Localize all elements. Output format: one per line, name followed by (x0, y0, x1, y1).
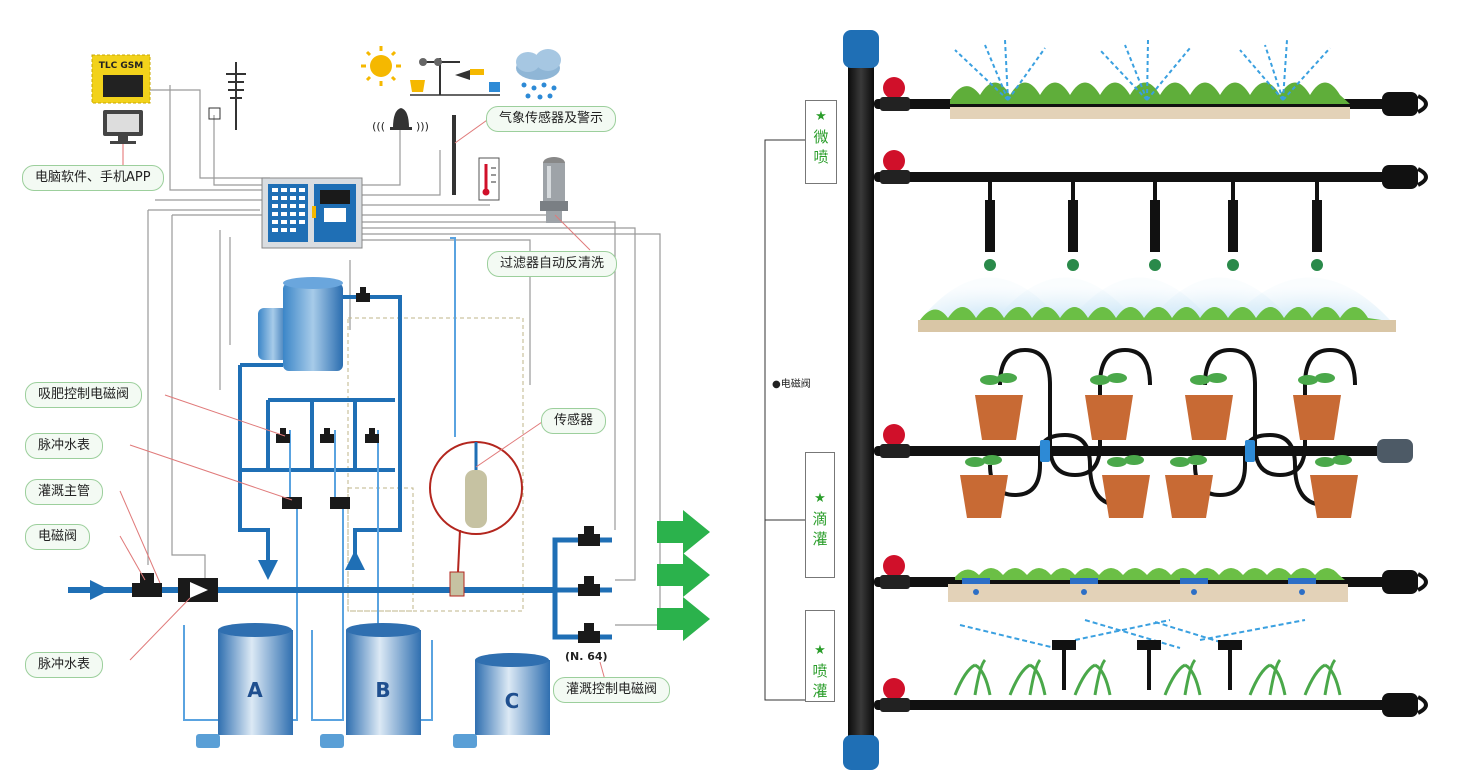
down-arrow-icon (258, 560, 278, 580)
control-wires (145, 85, 661, 626)
group-brackets (764, 139, 805, 701)
outlet-valves (578, 526, 600, 643)
sensor-zone-inner (347, 487, 414, 612)
label-pulse-meter-1: 脉冲水表 (25, 433, 104, 459)
main-pulse-meter (178, 578, 218, 602)
output-arrows (657, 510, 710, 641)
thermometer-icon (478, 157, 500, 201)
leader-lines (119, 117, 606, 681)
group-drip-line1: 滴 (812, 510, 828, 528)
pulse-meters-fert (282, 497, 350, 509)
bell-waves-left: ((( (372, 120, 385, 133)
tank-b: B (346, 623, 421, 735)
fertigation-piping (238, 295, 402, 560)
fertilizer-valves (276, 287, 379, 443)
tank-b-label: B (375, 678, 390, 702)
red-solenoid-valves (880, 77, 910, 712)
tank-filters (196, 734, 477, 748)
label-main-pipe: 灌溉主管 (25, 479, 104, 505)
group-sprinkler-line1: 喷 (812, 662, 828, 680)
label-sensor: 传感器 (541, 408, 607, 434)
bell-waves-right: ))) (416, 120, 429, 133)
label-filter-backwash: 过滤器自动反清洗 (487, 251, 618, 277)
drip-irrigation-row (960, 347, 1358, 518)
group-micro-spray: ★ 微 喷 (805, 100, 837, 184)
tank-a: A (218, 623, 293, 735)
impact-sprinkler-row (953, 619, 1342, 696)
label-solenoid: 电磁阀 (25, 524, 91, 550)
hanging-sprinkler-row (918, 182, 1396, 332)
star-icon: ★ (815, 109, 827, 124)
star-icon: ★ (814, 491, 826, 506)
inlet-arrow-icon (90, 580, 110, 600)
computer-icon (103, 110, 143, 165)
tlc-gsm-text: TLC GSM (99, 61, 143, 71)
end-caps (1377, 92, 1428, 717)
label-irrigation-valve: 灌溉控制电磁阀 (553, 677, 671, 703)
sensor-zone-outline (347, 317, 524, 612)
sun-icon (361, 46, 401, 86)
sensor-magnifier (429, 441, 523, 597)
alarm-bell-icon: ((( ))) (372, 108, 429, 133)
valve-count-text: (N. 64) (565, 650, 608, 663)
tlc-gsm-controller: TLC GSM (91, 54, 151, 104)
group-sprinkler: ★ 喷 灌 (805, 610, 835, 702)
label-weather-sensor: 气象传感器及警示 (486, 106, 617, 132)
ground-drip-row (948, 568, 1348, 602)
up-arrow-icon (345, 550, 365, 570)
group-micro-spray-line2: 喷 (813, 148, 829, 166)
tank-c: C (475, 653, 550, 735)
star-icon: ★ (814, 643, 826, 658)
legend-solenoid: ●电磁阀 (772, 375, 811, 390)
tank-a-label: A (247, 678, 263, 702)
group-drip-line2: 灌 (812, 530, 828, 548)
fertilizer-mixing-tank (283, 277, 343, 371)
filter-icon (540, 157, 568, 223)
weather-station-icon (410, 58, 500, 195)
label-fertilizer-valve: 吸肥控制电磁阀 (25, 382, 143, 408)
micro-spray-row (950, 39, 1350, 119)
antenna-tower-icon (208, 62, 246, 130)
group-drip: ★ 滴 灌 (805, 452, 835, 578)
vertical-main-pipe (843, 30, 879, 770)
main-controller (261, 177, 363, 249)
label-pulse-meter-2: 脉冲水表 (25, 652, 104, 678)
label-pc-app: 电脑软件、手机APP (22, 165, 164, 191)
rain-cloud-icon (516, 49, 561, 100)
main-solenoid-valve (132, 573, 162, 597)
group-micro-spray-line1: 微 (813, 128, 829, 146)
tank-c-label: C (505, 689, 520, 713)
group-sprinkler-line2: 灌 (812, 682, 828, 700)
